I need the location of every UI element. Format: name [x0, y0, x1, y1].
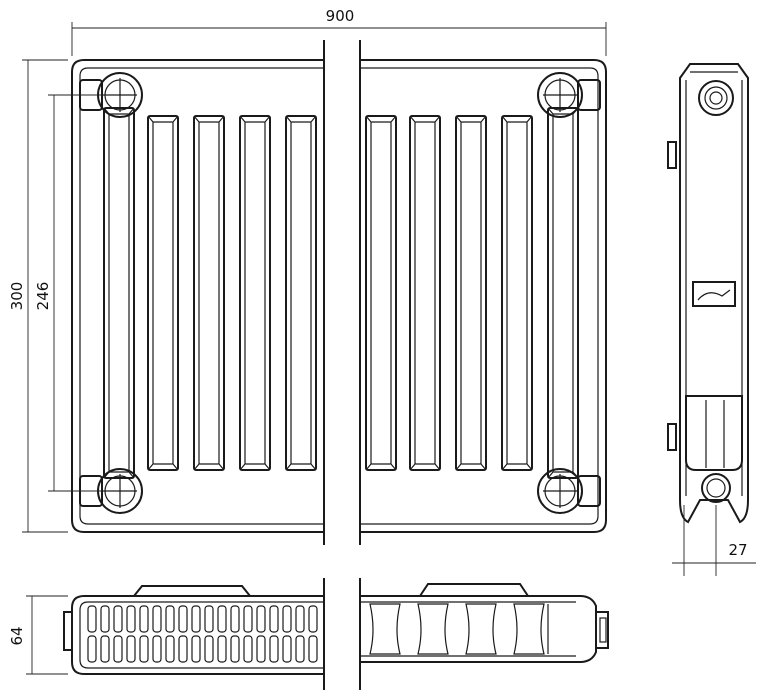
fin: [113, 635, 123, 663]
fin: [139, 605, 149, 633]
fin: [243, 635, 253, 663]
dimension-depth: 64: [8, 595, 68, 675]
dimension-height-label: 300: [8, 282, 26, 311]
fin: [308, 605, 318, 633]
front-view: 900 300 246: [8, 7, 607, 545]
dimension-height: 300: [8, 59, 68, 533]
channel: [193, 115, 225, 471]
fin: [191, 635, 201, 663]
channel: [285, 115, 317, 471]
dimension-width-label: 900: [326, 7, 355, 25]
channel: [103, 107, 135, 479]
channel-section: [417, 603, 449, 655]
fin: [152, 635, 162, 663]
channel: [547, 107, 579, 479]
channel: [147, 115, 179, 471]
fin: [256, 605, 266, 633]
fin: [87, 605, 97, 633]
dimension-width: 900: [71, 7, 607, 56]
channel: [239, 115, 271, 471]
channel-section: [369, 603, 401, 655]
fin: [295, 635, 305, 663]
fin: [126, 635, 136, 663]
fin: [191, 605, 201, 633]
side-lower-tube: [685, 395, 743, 471]
fin: [308, 635, 318, 663]
connection-bottom-right: [537, 468, 601, 514]
channel: [365, 115, 397, 471]
fin: [100, 605, 110, 633]
top-convector-fins: [87, 605, 318, 663]
side-top-connection: [698, 80, 734, 116]
fin: [178, 635, 188, 663]
fin: [204, 605, 214, 633]
front-panel-outline: [71, 59, 607, 533]
channel: [409, 115, 441, 471]
channel-section: [513, 603, 545, 655]
fin: [295, 605, 305, 633]
dimension-side-offset: 27: [672, 505, 756, 576]
side-bracket: [667, 141, 677, 451]
top-channels-right: [369, 603, 549, 655]
fin: [204, 635, 214, 663]
side-label-plate: [692, 281, 736, 307]
fin: [217, 605, 227, 633]
break-lines: [323, 40, 361, 545]
fin: [87, 635, 97, 663]
connection-top-right: [537, 72, 601, 118]
fin: [178, 605, 188, 633]
fin: [152, 605, 162, 633]
fin: [165, 605, 175, 633]
dimension-side-offset-label: 27: [728, 541, 747, 559]
fin: [282, 605, 292, 633]
fin: [230, 605, 240, 633]
fin: [269, 605, 279, 633]
fin: [100, 635, 110, 663]
fin: [256, 635, 266, 663]
fin: [217, 635, 227, 663]
fin: [230, 635, 240, 663]
fin: [243, 605, 253, 633]
fin: [165, 635, 175, 663]
front-channels: [103, 107, 579, 479]
front-connections: [79, 72, 601, 514]
fin: [126, 605, 136, 633]
fin: [139, 635, 149, 663]
side-view: 27: [667, 63, 756, 576]
top-view: 64: [8, 578, 609, 690]
side-bottom-connection: [701, 473, 731, 503]
fin: [269, 635, 279, 663]
dimension-spacing: 246: [34, 94, 118, 492]
channel: [455, 115, 487, 471]
channel: [501, 115, 533, 471]
dimension-spacing-label: 246: [34, 282, 52, 311]
dimension-depth-label: 64: [8, 626, 26, 645]
fin: [282, 635, 292, 663]
fin: [113, 605, 123, 633]
channel-section: [465, 603, 497, 655]
